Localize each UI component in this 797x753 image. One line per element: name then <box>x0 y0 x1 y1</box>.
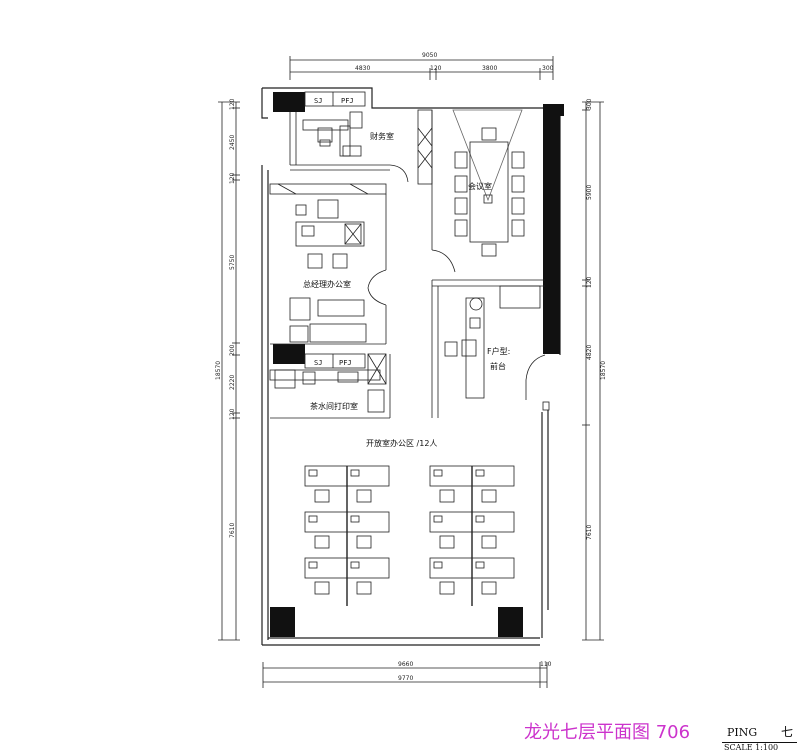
finance-furniture <box>302 111 363 157</box>
dim-bottom-total: 9770 <box>398 675 413 682</box>
meeting-chairs <box>454 127 525 257</box>
dim-right-seg-5: 7610 <box>586 525 593 540</box>
drawing-title: 龙光七层平面图 706 <box>524 722 691 743</box>
dim-right-seg-3: 120 <box>586 276 593 288</box>
dim-bottom-small: 110 <box>540 661 552 668</box>
label-gm-office: 总经理办公室 <box>303 279 351 289</box>
tag-sj-mid: SJ <box>314 359 322 367</box>
label-meeting: 会议室 <box>468 181 492 191</box>
dim-left-seg-4: 5750 <box>229 255 236 270</box>
workstation-chair <box>314 581 330 595</box>
dim-right-seg-4: 4820 <box>586 345 593 360</box>
monitor <box>475 561 485 569</box>
reception-furniture <box>444 285 541 399</box>
structural-columns <box>270 92 564 637</box>
workstation-chair <box>314 535 330 549</box>
top-dimensions: 9050 4830 120 3800 300 <box>289 52 554 80</box>
right-dimensions: 300 5900 120 4820 7610 18570 <box>582 98 607 641</box>
monitor <box>308 561 318 569</box>
monitor <box>308 469 318 477</box>
label-tea-print: 茶水间打印室 <box>310 401 358 411</box>
dim-right-total: 18570 <box>600 361 607 380</box>
label-reception-line2: 前台 <box>490 361 506 371</box>
duct-boxes: SJ PFJ SJ PFJ <box>304 91 366 369</box>
monitor <box>433 469 443 477</box>
scale-label: SCALE 1:100 <box>724 743 779 752</box>
gm-office-furniture <box>289 199 367 343</box>
dim-right-seg-2: 5900 <box>586 185 593 200</box>
dim-left-seg-3: 120 <box>229 172 236 184</box>
dim-right-seg-1: 300 <box>586 98 593 110</box>
monitor <box>433 515 443 523</box>
workstation-chair <box>481 581 497 595</box>
monitor <box>350 561 360 569</box>
dim-top-total: 9050 <box>422 52 437 59</box>
label-finance: 财务室 <box>370 131 394 141</box>
exterior-walls <box>261 87 561 646</box>
dim-top-seg-3: 3800 <box>482 65 497 72</box>
workstations <box>304 465 515 606</box>
workstation-chair <box>314 489 330 503</box>
dim-top-seg-2: 120 <box>430 65 442 72</box>
dim-left-seg-7: 120 <box>229 408 236 420</box>
dim-left-total: 18570 <box>215 361 222 380</box>
monitor <box>475 515 485 523</box>
workstation-chair <box>481 535 497 549</box>
bottom-dimensions: 9660 110 9770 <box>262 661 552 688</box>
workstation-chair <box>439 535 455 549</box>
tag-sj-top: SJ <box>314 97 322 105</box>
workstation-chair <box>356 535 372 549</box>
ping-label: PING <box>727 726 758 739</box>
tag-pfj-top: PFJ <box>341 97 354 105</box>
room-labels: 财务室 会议室 总经理办公室 F户型: 前台 茶水间打印室 开放室办公区 /12… <box>303 131 510 448</box>
title-underline <box>722 742 797 743</box>
workstation-chair <box>439 489 455 503</box>
left-dimensions: 18570 120 2450 120 5750 200 2220 120 761… <box>215 98 240 641</box>
dim-left-seg-8: 7610 <box>229 523 236 538</box>
dim-top-seg-4: 300 <box>542 65 554 72</box>
monitor <box>475 469 485 477</box>
workstation-chair <box>481 489 497 503</box>
workstation-chair <box>356 581 372 595</box>
dim-bottom-inner: 9660 <box>398 661 413 668</box>
meeting-furniture <box>452 109 525 257</box>
label-open-office: 开放室办公区 /12人 <box>366 438 437 448</box>
monitor <box>350 469 360 477</box>
monitor <box>350 515 360 523</box>
dim-left-seg-1: 120 <box>229 98 236 110</box>
tea-room-furniture <box>269 369 385 413</box>
dim-left-seg-2: 2450 <box>229 135 236 150</box>
dim-left-seg-5: 200 <box>229 344 236 356</box>
workstation-chair <box>356 489 372 503</box>
floor-char: 七 <box>781 725 794 739</box>
label-reception-line1: F户型: <box>487 346 510 356</box>
dim-top-seg-1: 4830 <box>355 65 370 72</box>
dim-left-seg-6: 2220 <box>229 375 236 390</box>
monitor <box>433 561 443 569</box>
tag-pfj-mid: PFJ <box>339 359 352 367</box>
monitor <box>308 515 318 523</box>
workstation-chair <box>439 581 455 595</box>
